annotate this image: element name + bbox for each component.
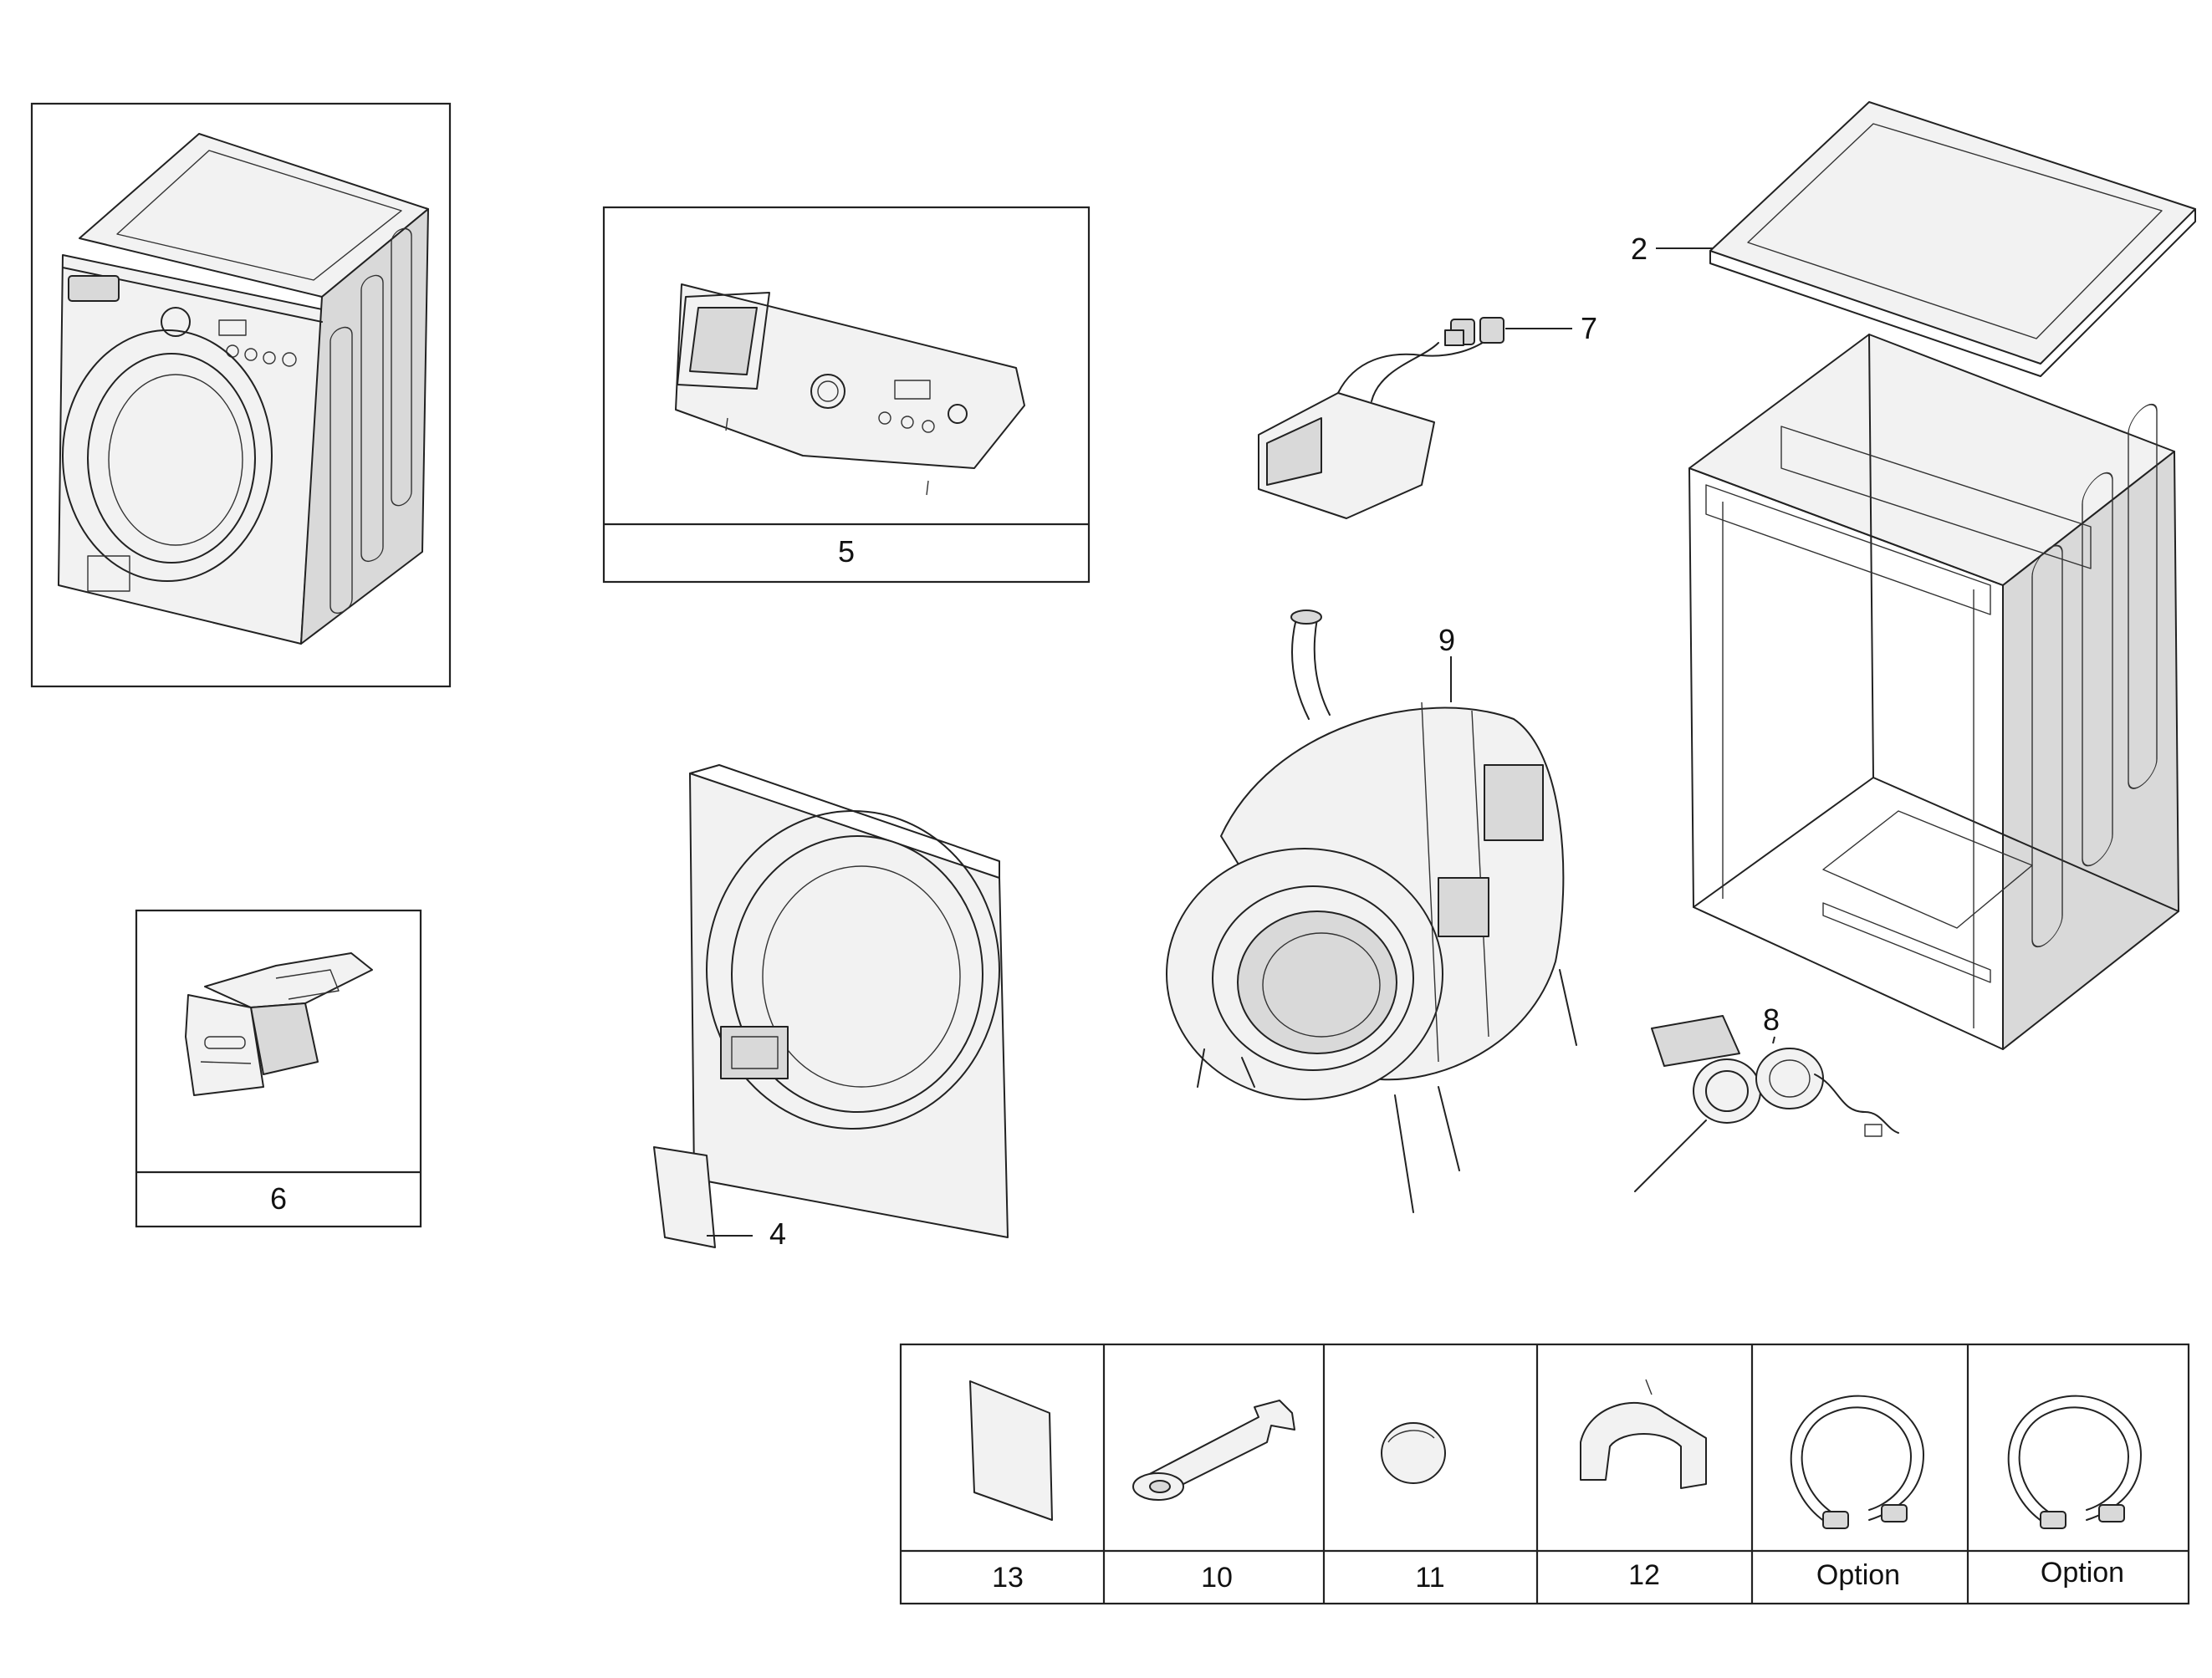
accessory-label-option-2: Option xyxy=(2041,1557,2124,1589)
tub-assembly-illustration xyxy=(1166,609,1577,1213)
water-valve-illustration xyxy=(1258,317,1572,519)
callout-4: 4 xyxy=(769,1216,786,1251)
accessory-cap xyxy=(1381,1422,1446,1484)
callout-6: 6 xyxy=(270,1181,287,1216)
accessory-label-10: 10 xyxy=(1201,1562,1233,1594)
detergent-drawer-illustration xyxy=(185,952,373,1096)
accessory-label-12: 12 xyxy=(1628,1559,1660,1591)
control-panel-illustration xyxy=(675,283,1025,496)
control-panel-box: 5 xyxy=(602,206,1091,584)
leader-8 xyxy=(1772,1036,1775,1044)
top-panel-illustration xyxy=(1656,101,2196,377)
accessory-wrench xyxy=(1132,1400,1295,1501)
accessory-label-11: 11 xyxy=(1415,1562,1444,1594)
drain-pump-illustration xyxy=(1634,1015,1899,1192)
accessory-label-option-1: Option xyxy=(1816,1559,1900,1591)
accessory-inlet-hose-2 xyxy=(2007,1395,2142,1529)
cabinet-illustration xyxy=(1688,334,2179,1050)
accessory-cover-sheet xyxy=(969,1380,1053,1521)
callout-9: 9 xyxy=(1438,623,1455,657)
callout-8: 8 xyxy=(1763,1002,1780,1037)
assembled-washer-box xyxy=(30,102,452,688)
callout-7: 7 xyxy=(1581,311,1597,345)
accessory-label-13: 13 xyxy=(992,1562,1024,1594)
callout-5: 5 xyxy=(838,534,855,569)
accessory-hose-guide xyxy=(1580,1379,1707,1489)
front-panel-illustration xyxy=(653,764,1009,1248)
accessory-table: 13 10 11 12 Option Option xyxy=(899,1343,2190,1605)
assembled-washer-illustration xyxy=(58,133,429,645)
callout-2: 2 xyxy=(1631,232,1648,266)
accessory-inlet-hose-1 xyxy=(1790,1395,1924,1529)
detergent-drawer-box: 6 xyxy=(135,909,422,1228)
